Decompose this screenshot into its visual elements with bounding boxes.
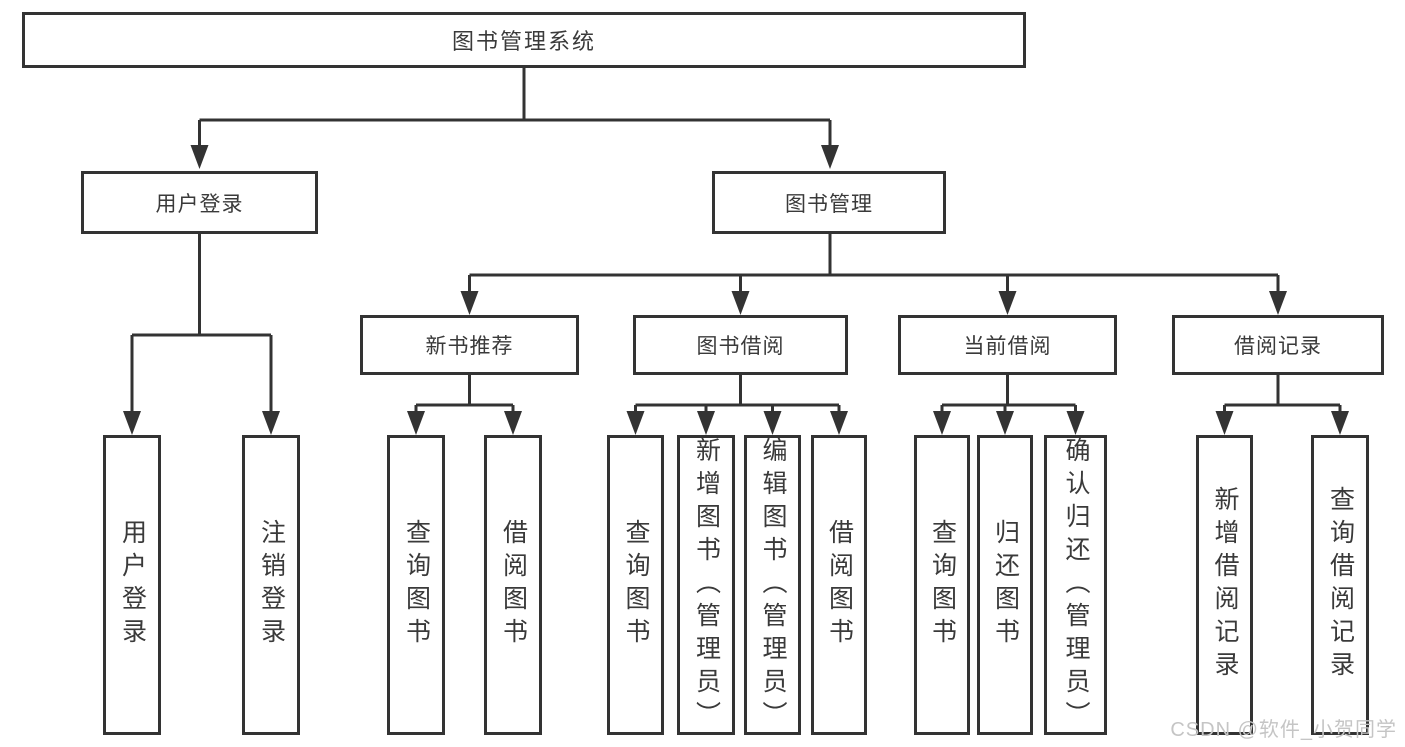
arrowhead [626, 411, 645, 435]
arrowhead [763, 411, 782, 435]
arrowhead [1215, 411, 1234, 435]
arrowhead [123, 411, 141, 435]
connector-newbooks-to-leaves [414, 375, 515, 413]
connector-borrowing-to-leaves [634, 375, 841, 413]
arrowhead [262, 411, 280, 435]
node-label: 新增借阅记录 [1211, 486, 1239, 684]
node-label: 查询图书 [622, 519, 650, 651]
leaf-query-books-recommend: 查询图书 [387, 435, 445, 735]
node-label: 归还图书 [991, 519, 1020, 651]
node-label: 借阅图书 [825, 519, 854, 651]
connector-bookmgmt-to-level3 [468, 234, 1280, 293]
arrowhead [407, 411, 425, 435]
arrowhead [504, 411, 522, 435]
node-book-borrowing: 图书借阅 [633, 315, 848, 375]
node-current-borrowing: 当前借阅 [898, 315, 1117, 375]
connector-root-to-level2 [198, 68, 832, 147]
leaf-user-login: 用户登录 [103, 435, 161, 735]
leaf-query-books-borrowing: 查询图书 [607, 435, 664, 735]
node-label: 注销登录 [257, 519, 286, 651]
arrowhead [1331, 411, 1349, 435]
node-borrowing-records: 借阅记录 [1172, 315, 1384, 375]
node-root-system: 图书管理系统 [22, 12, 1026, 68]
leaf-confirm-return-admin: 确认归还（管理员） [1044, 435, 1107, 735]
node-label: 编辑图书（管理员） [759, 436, 787, 734]
arrowhead [460, 291, 479, 315]
connector-records-to-leaves [1223, 375, 1342, 413]
node-label: 图书借阅 [696, 335, 785, 358]
node-new-book-recommend: 新书推荐 [360, 315, 579, 375]
node-label: 查询图书 [402, 519, 431, 651]
node-label: 用户登录 [155, 192, 244, 216]
arrowhead [933, 411, 951, 435]
leaf-logout: 注销登录 [242, 435, 300, 735]
node-label: 确认归还（管理员） [1062, 436, 1090, 734]
node-label: 用户登录 [118, 519, 147, 651]
node-label: 当前借阅 [963, 335, 1052, 358]
arrowhead [1066, 411, 1085, 435]
node-label: 图书管理 [785, 192, 873, 216]
arrowhead [996, 411, 1014, 435]
node-label: 查询图书 [928, 519, 957, 651]
arrowhead [190, 145, 209, 169]
node-label: 图书管理系统 [451, 29, 596, 54]
leaf-query-books-current: 查询图书 [914, 435, 970, 735]
arrowhead [1269, 291, 1287, 315]
arrowhead [697, 411, 715, 435]
csdn-watermark: CSDN @软件_小贺同学 [1170, 719, 1397, 741]
node-label: 新增图书（管理员） [692, 436, 721, 734]
leaf-return-books: 归还图书 [977, 435, 1033, 735]
node-label: 借阅记录 [1234, 335, 1322, 358]
node-book-management: 图书管理 [712, 171, 946, 234]
arrowhead [830, 411, 848, 435]
arrowhead [731, 291, 750, 315]
leaf-borrow-books-recommend: 借阅图书 [484, 435, 542, 735]
leaf-add-books-admin: 新增图书（管理员） [677, 435, 735, 735]
leaf-edit-books-admin: 编辑图书（管理员） [744, 435, 801, 735]
node-label: 查询借阅记录 [1326, 486, 1355, 684]
leaf-borrow-books-borrowing: 借阅图书 [811, 435, 867, 735]
node-label: 新书推荐 [425, 335, 514, 358]
leaf-query-borrow-record: 查询借阅记录 [1311, 435, 1369, 735]
leaf-add-borrow-record: 新增借阅记录 [1196, 435, 1253, 735]
arrowhead [821, 145, 839, 169]
connector-current-to-leaves [940, 375, 1077, 413]
node-user-login-group: 用户登录 [81, 171, 318, 234]
arrowhead [998, 291, 1017, 315]
connector-userlogin-to-leaves [130, 234, 273, 413]
node-label: 借阅图书 [499, 519, 528, 651]
